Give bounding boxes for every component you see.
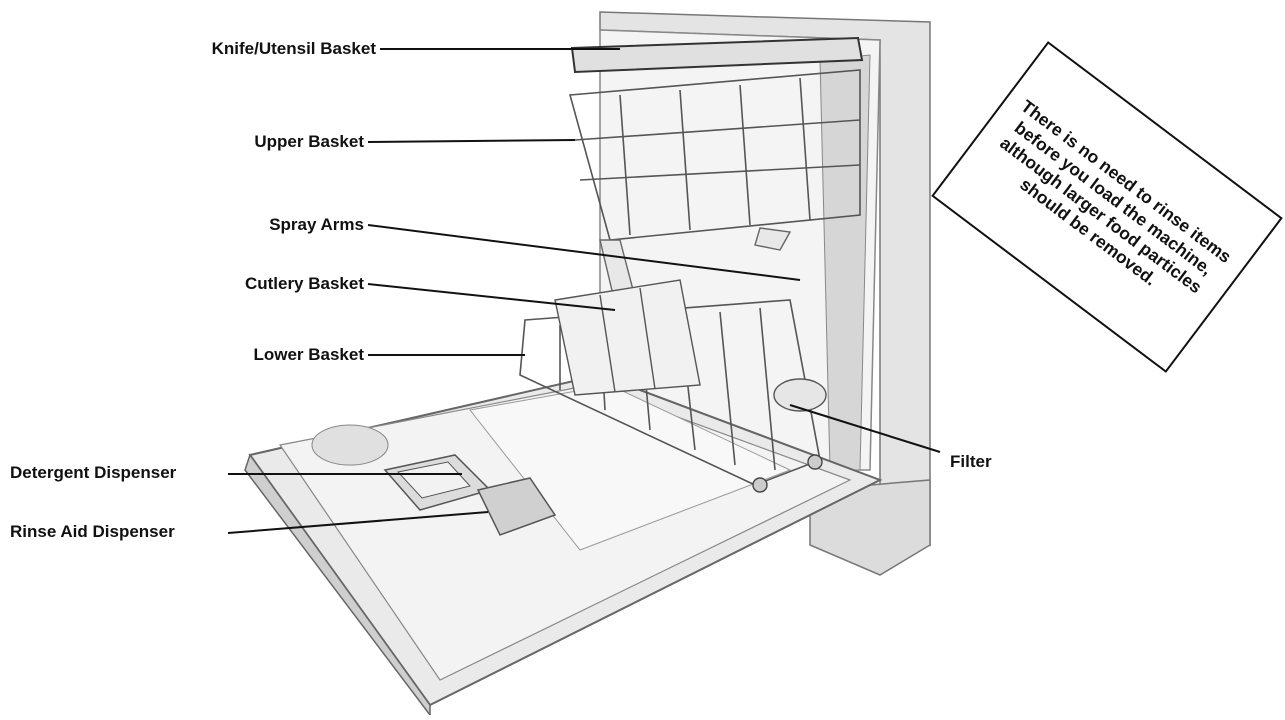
label-knife-utensil-basket: Knife/Utensil Basket xyxy=(211,39,376,58)
knife-basket-shape xyxy=(570,36,864,74)
rinse-aid-dispenser-shape xyxy=(476,477,557,536)
detergent-cup xyxy=(397,461,471,499)
leader-rinse-aid-dispenser xyxy=(227,511,489,534)
label-spray-arms: Spray Arms xyxy=(269,215,364,234)
label-detergent-dispenser: Detergent Dispenser xyxy=(10,463,177,482)
leader-lines xyxy=(227,48,941,534)
leader-spray-arms xyxy=(367,224,801,281)
upper-basket-shape xyxy=(568,69,861,241)
filter-shape xyxy=(773,378,827,412)
plinth xyxy=(809,479,931,576)
label-lower-basket: Lower Basket xyxy=(253,345,364,364)
wheel xyxy=(807,454,823,470)
leader-cutlery-basket xyxy=(367,283,616,311)
label-rinse-aid-dispenser: Rinse Aid Dispenser xyxy=(10,522,175,541)
label-filter: Filter xyxy=(950,452,992,471)
wheel xyxy=(752,477,768,493)
door-indent xyxy=(311,424,389,466)
leader-upper-basket xyxy=(367,139,576,143)
leader-filter xyxy=(789,404,941,453)
label-cutlery-basket: Cutlery Basket xyxy=(244,274,364,293)
cutlery-basket-shape xyxy=(554,279,701,396)
label-upper-basket: Upper Basket xyxy=(254,132,364,151)
